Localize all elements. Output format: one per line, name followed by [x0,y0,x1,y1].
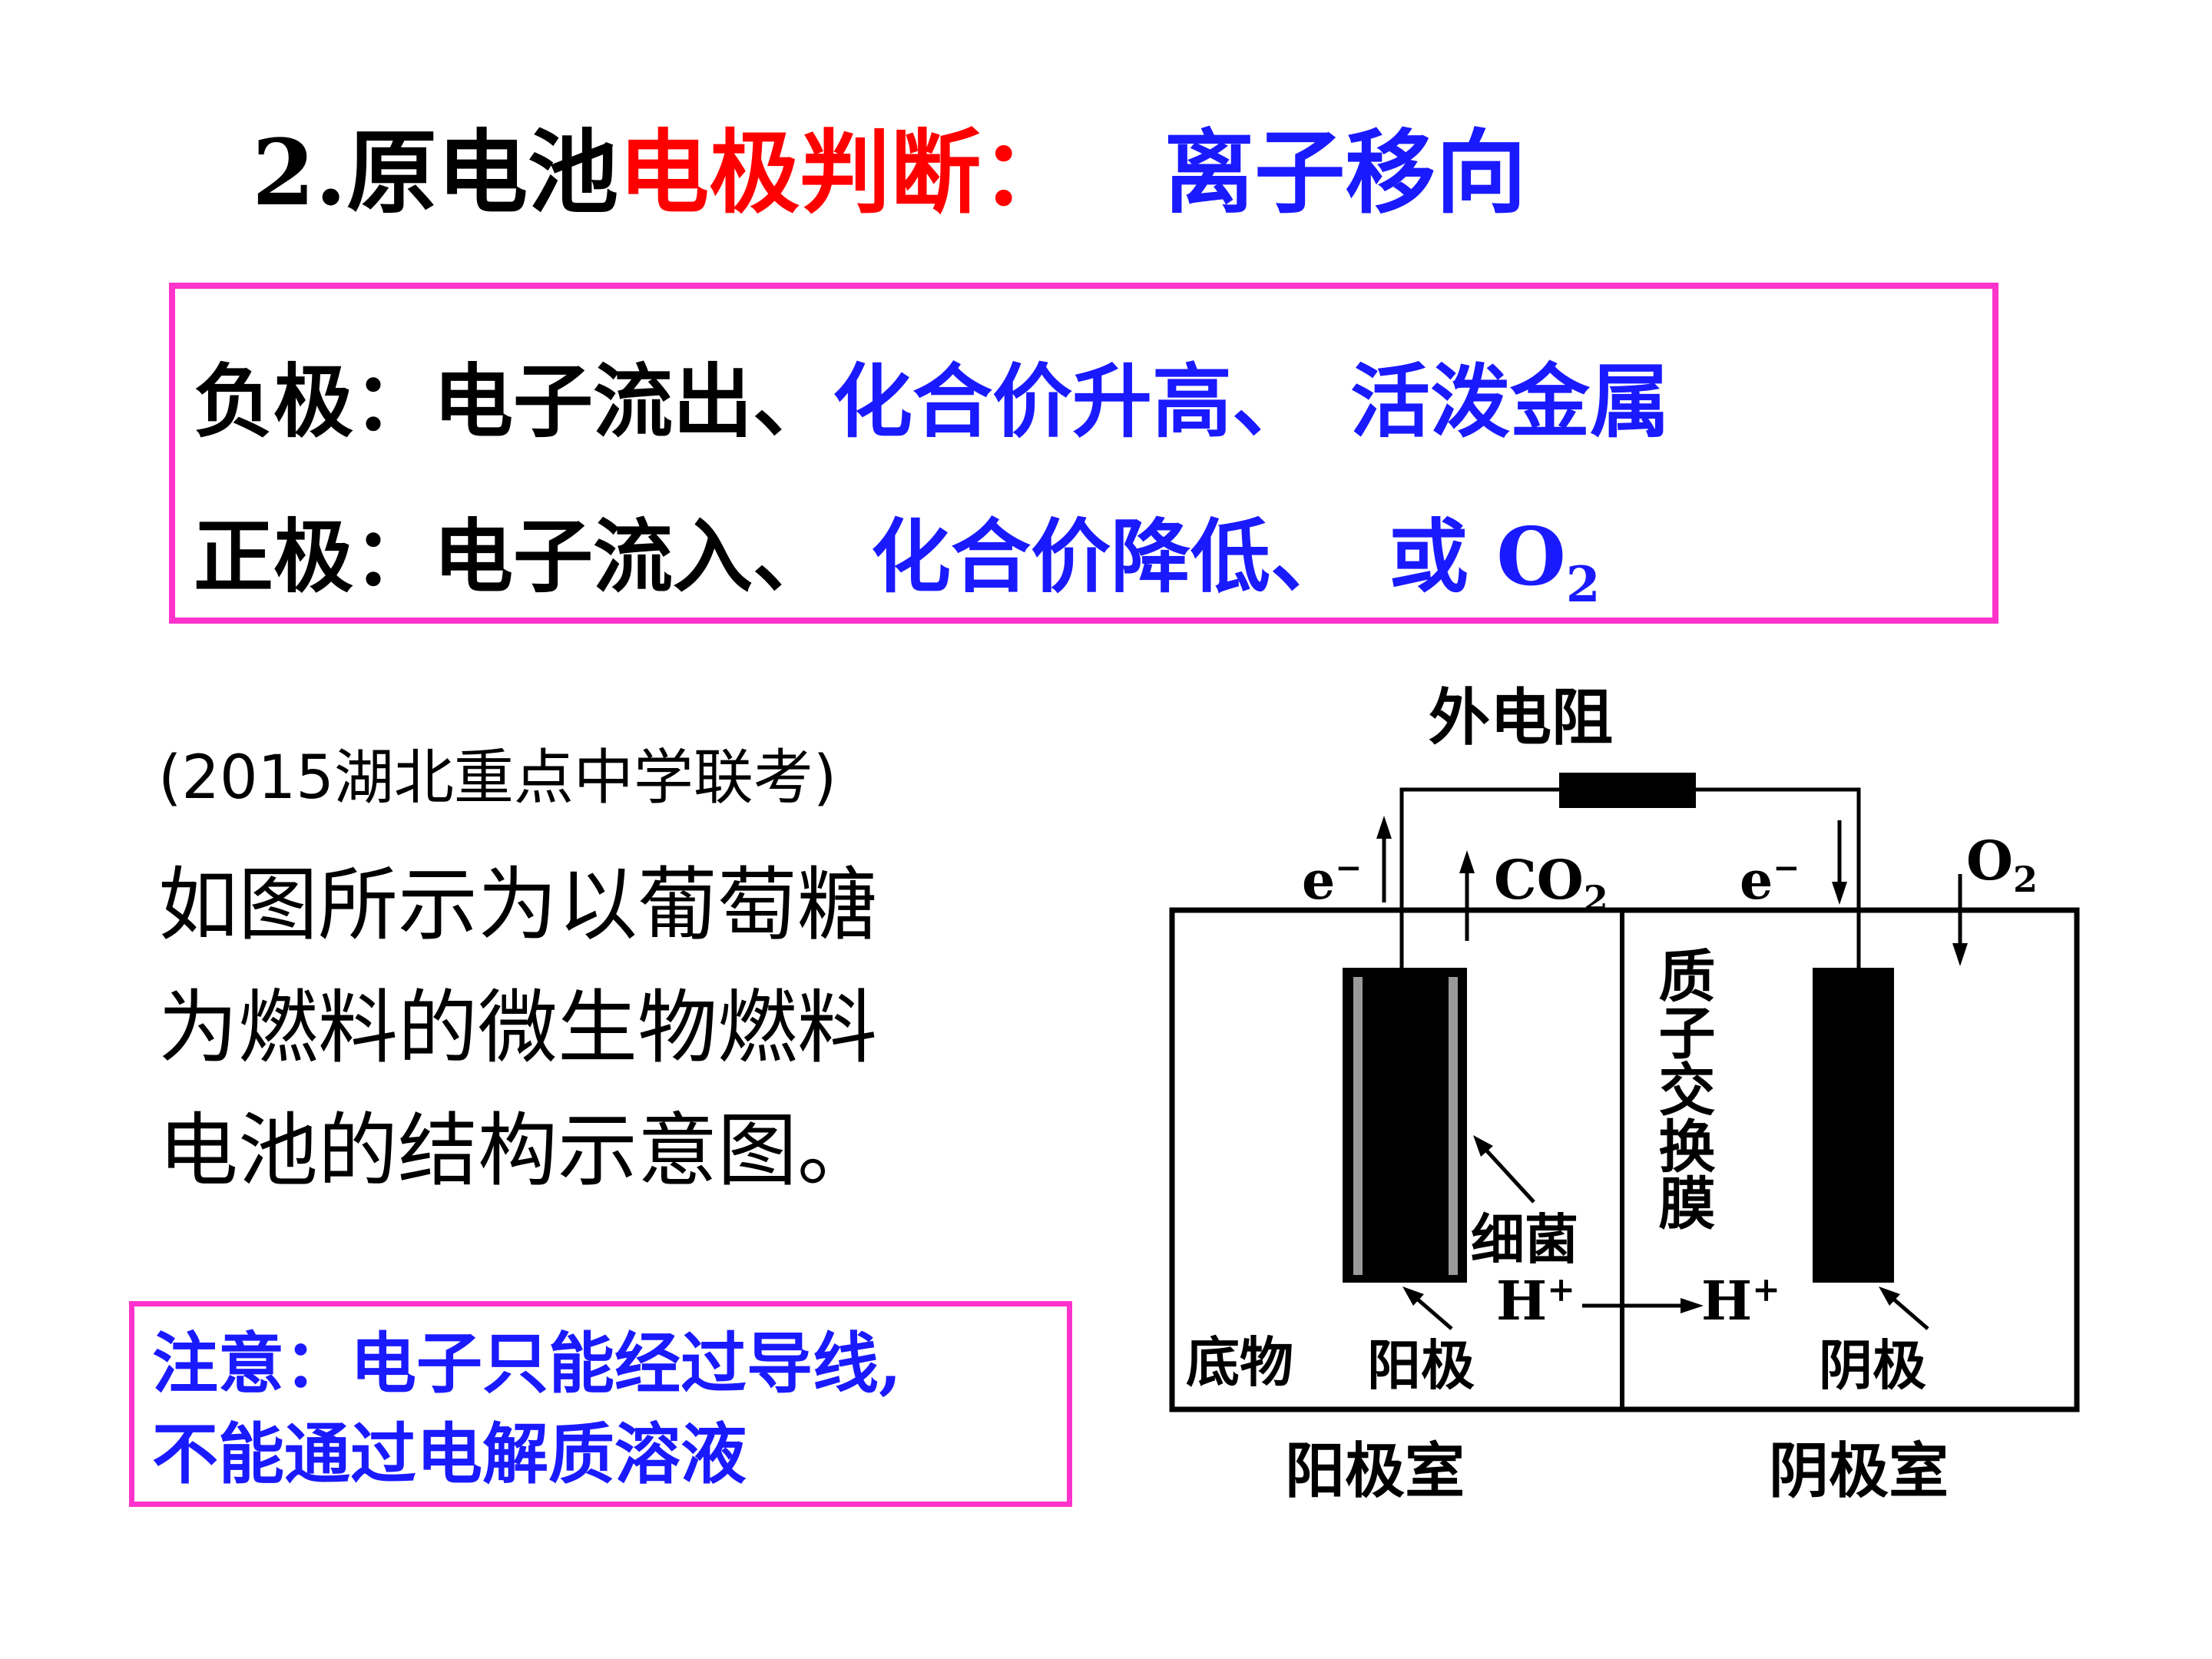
electron-up-arrow [1376,816,1392,902]
o2-label: O2 [1966,829,2038,900]
rules-box [169,283,1998,624]
co2-label: CO2 [1494,848,1608,919]
question-source: (2015湖北重点中学联考) [158,743,837,813]
anode-pointer-arrow [1402,1286,1453,1330]
electron-label-left: e− [1302,849,1362,912]
question-line-3: 电池的结构示意图。 [158,1104,878,1197]
resistor [1559,773,1696,808]
rule-negative-blue-2: 活泼金属 [1350,354,1671,449]
rule-negative-label: 负极： [194,354,434,449]
slide-title: 2.原电池电极判断： 离子移向 [252,115,1526,230]
substrate-label: 底物 [1186,1330,1293,1394]
rule-negative-text: 电子流出、 [433,354,833,449]
cathode-label: 阴极 [1819,1333,1926,1397]
resistor-label: 外电阻 [1429,681,1613,753]
rule-positive-label: 正极： [194,509,434,604]
rule-positive-subscript: 2 [1565,556,1601,614]
rule-positive-text: 电子流入、 [433,509,833,604]
h-plus-right: H+ [1701,1269,1780,1333]
o2-down-arrow [1952,874,1968,966]
title-prefix: 2.原电池 [252,119,619,226]
electron-down-arrow [1832,820,1847,905]
anode-electrode [1343,968,1467,1283]
cathode-electrode [1813,968,1894,1283]
electron-label-right: e− [1740,849,1800,912]
rule-positive-blue-1: 化合价降低、 [871,509,1351,604]
note-line-2: 不能通过电解质溶液 [152,1416,747,1493]
question-line-1: 如图所示为以葡萄糖 [158,858,878,952]
anode-label: 阳极 [1367,1333,1475,1397]
note-line-1: 注意：电子只能经过导线, [152,1325,902,1402]
cathode-chamber-label: 阴极室 [1769,1436,1949,1506]
bacteria-label: 细菌 [1471,1207,1578,1271]
cathode-pointer-arrow [1879,1286,1929,1330]
rule-positive: 正极：电子流入、化合价降低、或 O2 [194,507,1600,635]
rule-negative-blue-1: 化合价升高、 [833,354,1313,449]
title-highlight-blue: 离子移向 [1164,119,1527,226]
rule-positive-blue-2: 或 O [1389,509,1566,604]
question-line-2: 为燃料的微生物燃料 [158,981,878,1075]
bacteria-arrow [1473,1135,1535,1204]
fuel-cell-diagram: 外电阻 e− CO2 e− O2 质子交换膜 细菌 H+ [1169,681,2080,1506]
membrane-label: 质子交换膜 [1649,946,1715,1230]
proton-arrow [1582,1298,1704,1313]
note-box [129,1301,1072,1507]
rule-negative: 负极：电子流出、化合价升高、活泼金属 [194,352,1670,452]
co2-up-arrow [1459,850,1475,941]
h-plus-left: H+ [1496,1269,1575,1333]
anode-chamber-label: 阳极室 [1285,1436,1465,1506]
title-highlight-red: 电极判断： [618,119,1072,226]
